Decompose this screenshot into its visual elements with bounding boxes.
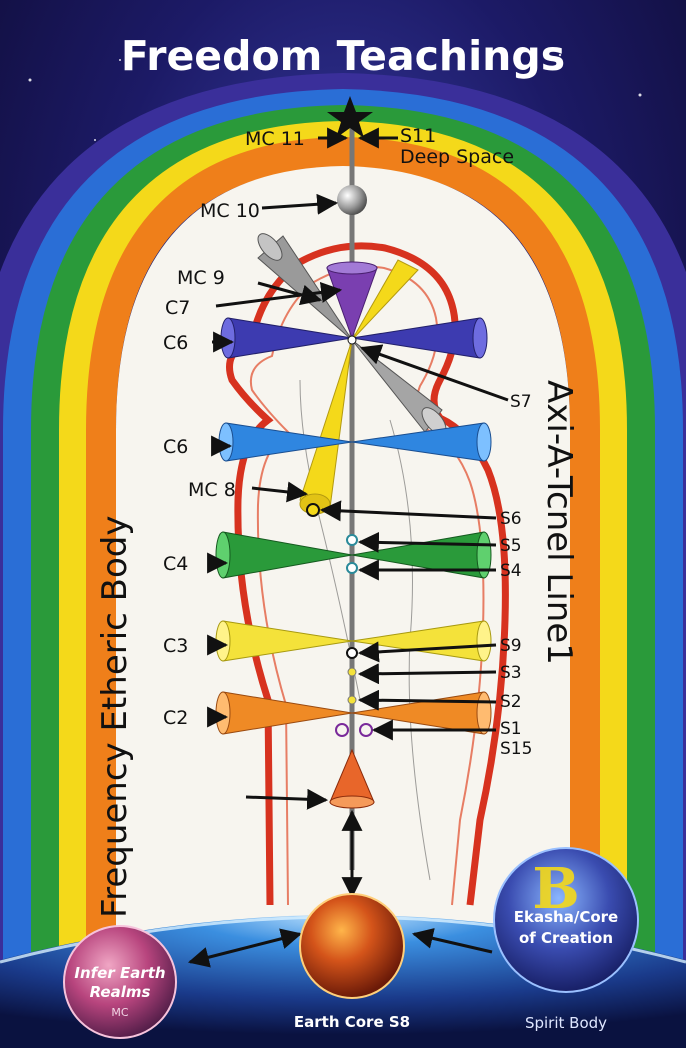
left-vertical-label: Frequency Etheric Body [95, 516, 135, 919]
label-s1: S1 [500, 719, 522, 739]
label-s4: S4 [500, 561, 522, 581]
label-s2: S2 [500, 692, 522, 712]
label-c6-lower: C6 [163, 436, 188, 458]
label-c3: C3 [163, 635, 188, 657]
label-s9: S9 [500, 636, 522, 656]
right-vertical-label: Axi-A-Tcnel Line1 [539, 380, 579, 665]
page-title: Freedom Teachings [121, 32, 565, 80]
earth-core-label: Earth Core S8 [294, 1013, 410, 1031]
label-s6: S6 [500, 509, 522, 529]
label-c2: C2 [163, 707, 188, 729]
label-mc8: MC 8 [188, 479, 236, 501]
label-c7: C7 [165, 297, 190, 319]
label-s5: S5 [500, 536, 522, 556]
infer-earth-orb [64, 926, 176, 1038]
infer-earth-mc-label: MC [111, 1006, 128, 1019]
label-mc9: MC 9 [177, 267, 225, 289]
earth-core-orb [300, 894, 404, 998]
mc10-orb [337, 185, 367, 215]
ekasha-label-1: Ekasha/Core [514, 908, 618, 926]
label-s7: S7 [510, 392, 532, 412]
spirit-body-label: Spirit Body [525, 1014, 607, 1032]
label-mc11: MC 11 [245, 128, 305, 150]
infer-earth-label-2: Realms [90, 983, 151, 1001]
label-mc10: MC 10 [200, 200, 260, 222]
label-c4: C4 [163, 553, 188, 575]
infer-earth-label-1: Infer Earth [74, 964, 165, 982]
label-s15: S15 [500, 739, 532, 759]
ekasha-label-2: of Creation [519, 929, 613, 947]
label-s11: S11 [400, 125, 436, 147]
label-deep-space: Deep Space [400, 146, 514, 168]
label-s3: S3 [500, 663, 522, 683]
label-c6-upper: C6 [163, 332, 188, 354]
